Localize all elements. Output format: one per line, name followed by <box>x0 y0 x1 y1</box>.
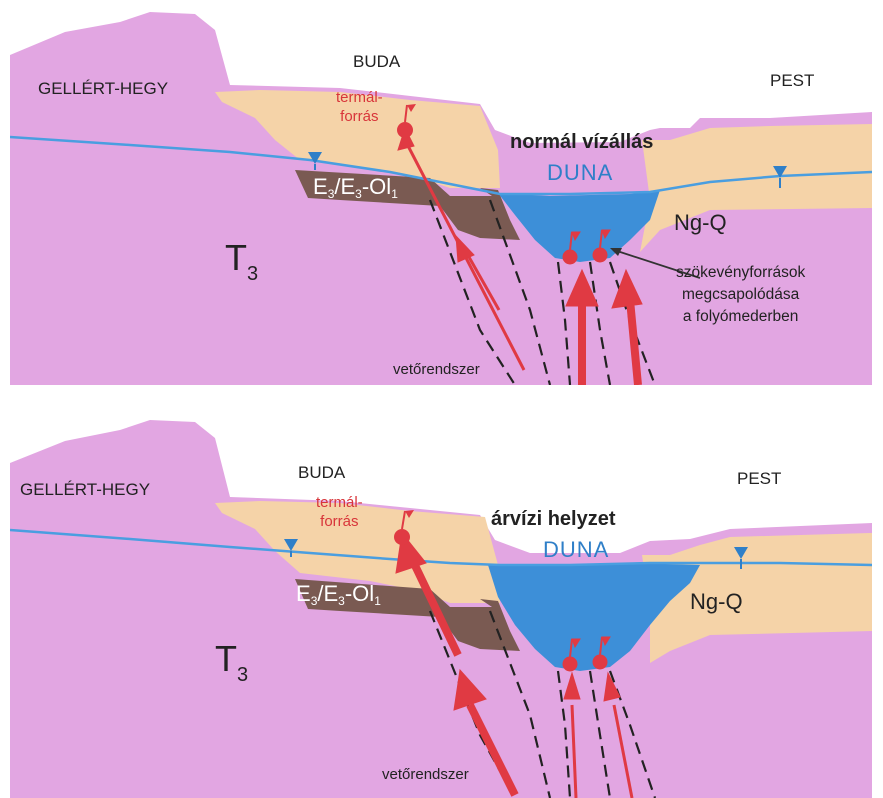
water-table-marker-left <box>308 152 322 164</box>
formation-layer <box>295 579 520 651</box>
left-bank-label: BUDA <box>298 463 346 482</box>
thermal-spring-label-line1: termál- <box>336 89 383 106</box>
sediment-left <box>215 90 500 188</box>
spring-note-line3: a folyómederben <box>682 308 799 325</box>
upflow-arrows <box>397 126 643 385</box>
cross-section-flood-drawing <box>10 405 872 798</box>
thermal-spring-label-line2: forrás <box>340 108 379 125</box>
thermal-spring-label: termál- forrás <box>336 88 383 126</box>
cross-section-normal-drawing <box>10 0 872 385</box>
riverbed-springs <box>562 636 611 672</box>
thermal-spring-label-line2: forrás <box>320 513 359 530</box>
water-table-marker-right <box>734 547 748 559</box>
sediment-left <box>215 501 500 603</box>
spring-note: szökevényforrások megcsapolódása a folyó… <box>676 262 805 328</box>
upflow-arrows <box>395 531 634 798</box>
left-bank-label: BUDA <box>353 52 401 71</box>
river-label: DUNA <box>543 537 610 562</box>
thermal-spring-label-line1: termál- <box>316 494 363 511</box>
river-label: DUNA <box>547 160 614 185</box>
river-channel <box>488 563 700 671</box>
water-table-marker-right <box>773 166 787 178</box>
sediment-right <box>640 124 872 252</box>
fault-label: vetőrendszer <box>382 766 469 783</box>
water-table-line <box>10 528 872 567</box>
right-bank-label: PEST <box>737 469 782 488</box>
condition-title: normál vízállás <box>510 131 654 153</box>
thermal-spring-symbol <box>394 510 414 545</box>
thermal-spring-symbol <box>397 104 416 138</box>
cross-section-normal: GELLÉRT-HEGY BUDA PEST termál- forrás no… <box>10 0 872 385</box>
water-table-line <box>10 135 872 196</box>
mountain-label: GELLÉRT-HEGY <box>38 79 169 98</box>
river-channel <box>498 190 660 262</box>
water-table-marker-left <box>284 539 298 551</box>
condition-title: árvízi helyzet <box>491 508 616 530</box>
spring-pointer-line <box>613 249 701 279</box>
riverbed-springs <box>562 229 611 265</box>
sediment-label: Ng-Q <box>690 589 743 614</box>
bedrock-label: T3 <box>215 638 249 686</box>
sediment-label: Ng-Q <box>674 210 727 235</box>
thermal-spring-label: termál- forrás <box>316 493 363 531</box>
spring-note-line1: szökevényforrások <box>676 264 806 281</box>
bedrock-label: T3 <box>225 237 259 285</box>
formation-layer <box>295 170 520 240</box>
fault-label: vetőrendszer <box>393 361 480 378</box>
mountain-label: GELLÉRT-HEGY <box>20 480 151 499</box>
spring-note-line2: megcsapolódása <box>682 286 800 303</box>
cross-section-flood: GELLÉRT-HEGY BUDA PEST termál- forrás ár… <box>10 405 872 798</box>
formation-label: E3/E3-Ol1 <box>313 174 398 201</box>
right-bank-label: PEST <box>770 71 815 90</box>
formation-label: E3/E3-Ol1 <box>296 581 381 608</box>
